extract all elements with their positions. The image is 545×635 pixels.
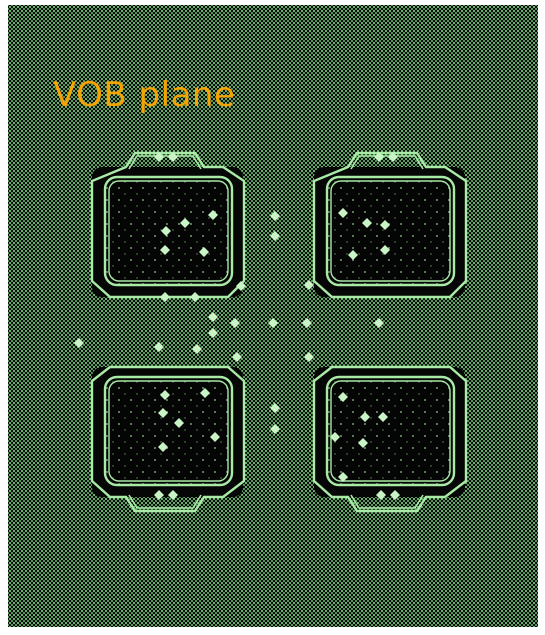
pad-top-right (312, 151, 468, 299)
plane-layout (74, 151, 468, 513)
vob-plane-view: VOB plane (8, 5, 538, 627)
pad-bottom-right (312, 365, 468, 513)
pad-bottom-left (90, 365, 246, 513)
center-via-field (74, 211, 384, 434)
pad-top-left (90, 151, 246, 299)
plane-label: VOB plane (53, 75, 236, 115)
